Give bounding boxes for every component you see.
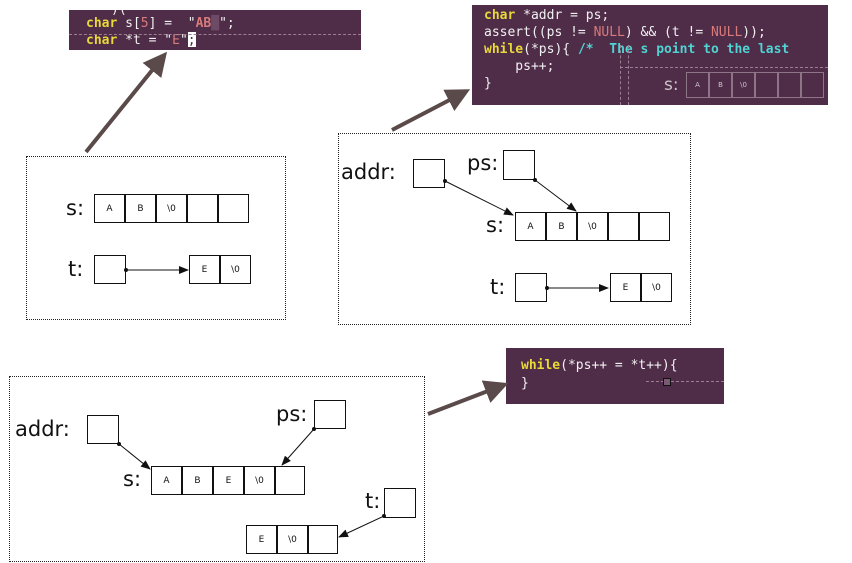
code-text: s[ [117,16,141,31]
array-cell [275,466,305,495]
array-cell [639,212,670,241]
code-text: ) && (t != [624,25,711,40]
pointer-arrow [338,515,385,538]
array-cell [608,212,639,241]
pointer-arrow [444,180,514,216]
code-line-2: assert((ps != NULL) && (t != NULL)); [484,24,766,41]
code-text: "; [219,16,235,31]
diagram-after-copy [9,376,425,562]
code-snippet-copy-loop: while(*ps++ = *t++){ } [506,348,724,404]
keyword: while [521,358,561,373]
s-label: s: [123,467,142,491]
code-string: E [172,33,180,48]
array-cell: B [709,72,732,98]
connector-arrow [84,51,168,154]
code-line-2: char *t = "E"; [86,32,196,49]
array-cell [778,72,801,98]
keyword: char [86,16,118,31]
code-text: *t = " [117,33,173,48]
pointer-arrow [118,443,151,470]
addr-label: addr: [341,160,396,184]
array-cell [187,194,218,223]
text-cursor: ; [187,32,196,48]
addr-pointer-box [413,159,445,188]
pointer-arrow [281,428,315,466]
code-text: ] = " [148,16,196,31]
array-cell: A [515,212,546,241]
s-array-faint: A B \0 [686,72,824,105]
code-snippet-find-end: char *addr = ps; assert((ps != NULL) && … [472,5,828,105]
code-text: (*ps){ [523,42,578,57]
connector-arrow [427,380,509,416]
array-cell: \0 [156,194,187,223]
keyword: char [86,33,118,48]
code-text: (*ps++ = *t++){ [560,358,678,373]
array-cell [218,194,249,223]
code-line-1: char *addr = ps; [484,7,609,24]
code-text: )); [742,25,766,40]
code-line-partial: )( [111,10,127,18]
array-cell: B [182,466,213,495]
code-line-2: } [521,376,529,391]
array-cell: E [610,273,641,302]
code-snippet-declarations: )( char s[5] = "AB█"; char *t = "E"; [69,10,361,50]
addr-label: addr: [15,417,70,441]
code-constant: NULL [710,25,743,40]
t-label: t: [365,489,381,513]
t-label: t: [68,257,84,281]
array-cell: A [686,72,709,98]
keyword: while [484,42,524,57]
addr-pointer-box [87,415,119,444]
array-cell: B [125,194,156,223]
array-cell: \0 [577,212,608,241]
array-cell [801,72,824,98]
array-cell: \0 [732,72,755,98]
code-text: assert((ps != [484,25,594,40]
code-constant: NULL [593,25,625,40]
s-label-faint: s: [664,75,679,95]
keyword: char [484,8,516,23]
array-cell: \0 [220,255,251,284]
code-line-5: } [484,76,492,91]
code-text: " [179,33,188,48]
array-cell: \0 [244,466,275,495]
code-line-3: while(*ps){ /* The s point to the last [484,41,789,58]
pointer-arrow [534,179,577,212]
array-cell: \0 [641,273,672,302]
array-cell: B [546,212,577,241]
ps-pointer-box [314,400,346,429]
diagram-initial-state [26,156,286,320]
code-line-1: while(*ps++ = *t++){ [521,357,678,374]
array-cell [308,525,338,554]
array-cell: A [151,466,182,495]
ps-pointer-box [503,150,535,180]
ps-label: ps: [467,151,499,175]
ps-label: ps: [276,402,308,426]
t-pointer-box [515,273,547,302]
code-line-4: ps++; [484,59,555,74]
code-number: 5 [140,16,149,31]
diagram-after-scan [338,133,691,325]
marker-icon [663,378,671,386]
array-cell: \0 [277,525,308,554]
code-text: *addr = ps; [515,8,610,23]
array-cell: E [189,255,220,284]
array-cell: E [246,525,277,554]
array-cell: E [213,466,244,495]
array-cell: A [94,194,125,223]
code-line-1: char s[5] = "AB█"; [86,16,235,31]
code-comment: /* The s point to the last [577,42,790,57]
s-label: s: [486,213,505,237]
connector-arrow [391,89,471,132]
s-label: s: [66,196,85,220]
t-label: t: [490,275,506,299]
t-pointer-box [384,488,416,518]
array-cell [755,72,778,98]
code-string: AB [195,16,212,31]
